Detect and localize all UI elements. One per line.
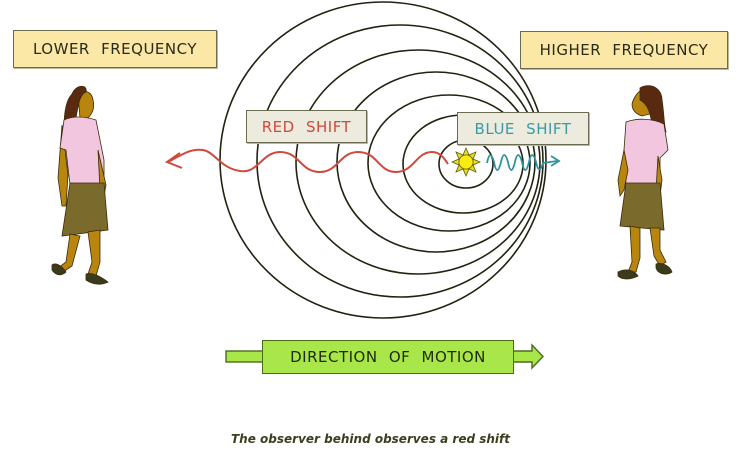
figure-caption: The observer behind observes a red shift xyxy=(231,432,510,446)
motion-arrow-head xyxy=(512,343,544,370)
blue-shift-wave xyxy=(486,154,558,171)
wavefront-ring-1 xyxy=(219,1,547,319)
wavefront-ring-3 xyxy=(295,49,541,275)
red-shift-label: RED SHIFT xyxy=(246,110,367,143)
red-shift-wave xyxy=(167,148,449,174)
motion-arrow xyxy=(225,343,544,370)
blue-shift-text: BLUE SHIFT xyxy=(474,119,572,138)
sun-icon xyxy=(450,146,482,178)
direction-of-motion-label: DIRECTION OF MOTION xyxy=(262,340,514,374)
wavefront-ring-4 xyxy=(336,71,536,253)
observer-right-figure xyxy=(617,85,673,280)
lower-frequency-label: LOWER FREQUENCY xyxy=(13,30,217,68)
blue-arrowhead xyxy=(550,155,561,167)
higher-frequency-label: HIGHER FREQUENCY xyxy=(520,31,728,69)
higher-frequency-text: HIGHER FREQUENCY xyxy=(539,41,709,59)
red-shift-text: RED SHIFT xyxy=(261,117,352,136)
wavefront-ring-5 xyxy=(367,94,531,232)
observer-left-figure xyxy=(51,85,109,285)
blue-shift-label: BLUE SHIFT xyxy=(457,112,589,145)
motion-arrow-tail xyxy=(225,350,265,363)
red-arrowhead xyxy=(164,152,183,169)
wavefronts xyxy=(219,1,547,319)
direction-of-motion-text: DIRECTION OF MOTION xyxy=(290,348,486,366)
wavefront-ring-2 xyxy=(256,24,544,298)
lower-frequency-text: LOWER FREQUENCY xyxy=(32,40,197,58)
